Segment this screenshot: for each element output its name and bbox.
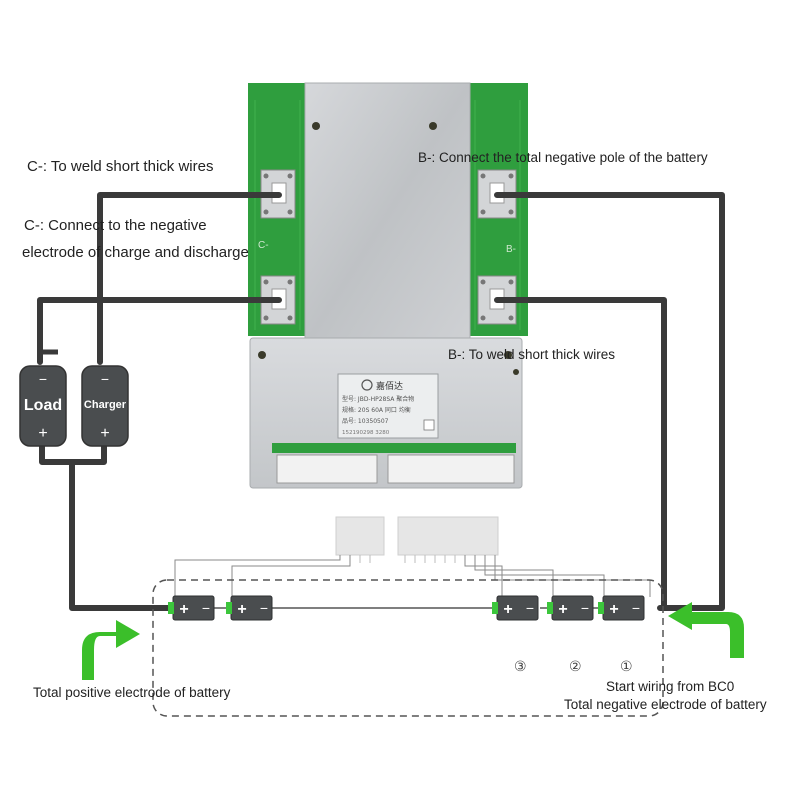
balance-plug-left [335, 516, 385, 556]
board-balance-header [272, 443, 516, 484]
wire-b-top-to-negative [494, 192, 725, 611]
battery-cells: +−+−+−+−+− [168, 595, 645, 621]
balance-plugs [335, 516, 499, 556]
sticker-brand: 嘉佰达 [376, 380, 403, 392]
arrow-total-positive [82, 620, 140, 680]
heatsink-upper [304, 82, 471, 346]
balance-plug-right [397, 516, 499, 556]
cell-plus-sign: + [179, 601, 188, 618]
label-c-connect-line2: electrode of charge and discharge [22, 244, 249, 261]
cell-positive-tip [226, 602, 232, 614]
arrow-start-wiring [668, 602, 744, 658]
cell-positive-tip [492, 602, 498, 614]
cell-positive-tip [547, 602, 553, 614]
charger-plus-sign: + [100, 425, 109, 442]
label-total-negative: Total negative electrode of battery [564, 697, 767, 712]
wire-plus-to-cells [69, 459, 171, 611]
sticker-spec: 规格: 20S 60A 同口 均衡 [342, 406, 411, 414]
pcb-label-b-minus: B- [506, 244, 516, 255]
label-b-weld: B-: To weld short thick wires [448, 347, 616, 362]
battery-cell: +− [226, 595, 273, 621]
cell-minus-sign: − [526, 600, 534, 616]
pcb-label-c-minus: C- [258, 240, 269, 251]
cell-positive-tip [598, 602, 604, 614]
sticker-serial: 152190298 3280 [342, 430, 390, 436]
charger-device: − Charger + [81, 365, 129, 447]
load-label: Load [24, 397, 62, 414]
cell-positive-tip [168, 602, 174, 614]
product-sticker: 嘉佰达 型号: JBD-HP28SA 聚合物 规格: 20S 60A 同口 均衡… [337, 373, 439, 439]
charger-label: Charger [84, 399, 127, 411]
sticker-code: 品号: 10350507 [342, 418, 389, 425]
cell-minus-sign: − [260, 600, 268, 616]
battery-pack-outline [152, 579, 664, 717]
battery-cell: +− [547, 595, 594, 621]
cell-plus-sign: + [503, 601, 512, 618]
charger-minus-sign: − [101, 371, 109, 387]
cell-plus-sign: + [609, 601, 618, 618]
battery-cell: +− [168, 595, 215, 621]
cell-minus-sign: − [632, 600, 640, 616]
label-start-wiring: Start wiring from BC0 [606, 679, 735, 694]
load-device: − Load + [19, 349, 67, 447]
sticker-model: 型号: JBD-HP28SA 聚合物 [342, 395, 414, 403]
cell-plus-sign: + [237, 601, 246, 618]
load-plus-sign: + [38, 425, 47, 442]
cell-minus-sign: − [581, 600, 589, 616]
screws [258, 122, 519, 375]
cell-number-3: ③ [514, 658, 527, 674]
bms-board: C- B- 嘉佰达 型号: JBD-HP28SA 聚合物 规格: 20S 60A… [248, 82, 528, 489]
label-b-connect: B-: Connect the total negative pole of t… [418, 150, 708, 165]
balance-wires [174, 555, 651, 597]
wire-c-bottom-to-load [37, 297, 282, 365]
battery-cell: +− [492, 595, 539, 621]
balance-wire-stubs [359, 555, 456, 563]
battery-cell: +− [598, 595, 645, 621]
cell-number-2: ② [569, 658, 582, 674]
cell-number-1: ① [620, 658, 633, 674]
load-minus-sign: − [39, 371, 47, 387]
label-c-weld: C-: To weld short thick wires [27, 158, 214, 175]
cell-plus-sign: + [558, 601, 567, 618]
wire-b-bottom [494, 297, 667, 611]
cell-minus-sign: − [202, 600, 210, 616]
label-total-positive: Total positive electrode of battery [33, 685, 231, 700]
wire-c-top-to-charger [97, 192, 282, 365]
label-c-connect-line1: C-: Connect to the negative [24, 217, 207, 234]
